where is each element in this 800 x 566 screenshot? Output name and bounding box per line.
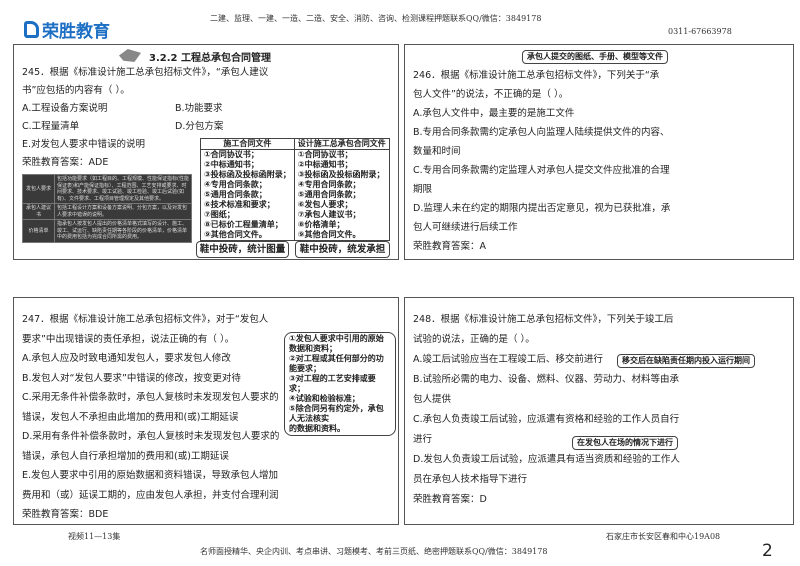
table-cell-item: ⑥技术标准和要求；: [204, 200, 275, 209]
question-line: C.专用合同条款需约定监理人对承包人提交文件应批准的合理: [413, 165, 670, 176]
note-line: ①发包人要求中引用的原始数据和资料；: [289, 334, 384, 353]
panel-q247: 247．根据《标准设计施工总承包招标文件》，对于“发包人要求”中出现错误的责任承…: [13, 297, 399, 525]
contract-compare-table: 施工合同文件设计施工总承包合同文件 ①合同协议书；②中标通知书；③投标函及投标函…: [200, 138, 390, 241]
question-line: 荣胜教育答案：D: [413, 494, 487, 505]
note-box-a: 移交后在缺陷责任期内投入运行期间: [617, 354, 755, 368]
brush-icon: [119, 49, 141, 62]
table-cell-item: ⑥发包人要求；: [297, 200, 353, 209]
header-contact: 二建、监理、一建、一造、二造、安全、消防、咨询、检测课程押题联系QQ/微信：38…: [210, 14, 542, 23]
note-line: ③对工程的工艺安排或要求；: [289, 374, 376, 393]
question-text: 245．根据《标准设计施工总承包招标文件》，“承包人建议: [22, 67, 269, 78]
page-number: 2: [762, 541, 773, 561]
question-line: 要求”中出现错误的责任承担，说法正确的有（ ）。: [22, 333, 235, 345]
panel-q248: 248．根据《标准设计施工总承包招标文件》，下列关于竣工后试验的说法，正确的是（…: [404, 297, 794, 525]
question-line: 费用和（或）延误工期的，应由发包人承担，并支付合理利润: [22, 489, 279, 501]
table-cell-item: ③投标函及投标函附录；: [297, 170, 385, 179]
question-line: 进行: [413, 434, 433, 445]
table-cell-item: ⑨其他合同文件。: [297, 230, 361, 239]
footer-video: 视频11—13集: [68, 532, 121, 541]
panel-q245: 3.2.2 工程总承包合同管理 245．根据《标准设计施工总承包招标文件》，“承…: [13, 44, 399, 260]
question-line: D.监理人未在约定的期限内提出否定意见，视为已获批准，承: [413, 203, 671, 214]
footer-address: 石家庄市长安区春和中心19A08: [606, 532, 721, 541]
note-line: ④试验和检验标准；: [289, 394, 360, 403]
question-line: 包人提供: [413, 394, 452, 405]
answer: 荣胜教育答案：ADE: [22, 157, 109, 168]
note-box-c: 在发包人在场的情况下进行: [572, 436, 678, 450]
table-cell-item: ②中标通知书；: [297, 160, 353, 169]
question-line: 荣胜教育答案：A: [413, 241, 486, 252]
question-line: A.竣工后试验应当在工程竣工后、移交前进行: [413, 354, 603, 365]
question-line: 员在承包人技术指导下进行: [413, 474, 528, 485]
table-cell-item: ①合同协议书；: [204, 150, 259, 159]
tag-2: 鞋中投砖，统发承担: [295, 241, 390, 258]
question-line: 包人可继续进行后续工作: [413, 222, 518, 233]
table-cell-item: ⑤通用合同条款；: [297, 190, 361, 199]
question-line: 错误，发包人不承担由此增加的费用和(或)工期延误: [22, 411, 239, 423]
table-cell-item: ⑦承包人建议书；: [297, 210, 361, 219]
section-title: 3.2.2 工程总承包合同管理: [149, 53, 271, 64]
question-text: 书”应包括的内容有（ ）。: [22, 85, 130, 96]
question-line: 数量和时间: [413, 146, 461, 157]
question-line: 246．根据《标准设计施工总承包招标文件》，下列关于“承: [413, 70, 660, 81]
table-cell-item: ⑦图纸；: [204, 210, 235, 219]
note-box: ①发包人要求中引用的原始数据和资料；②对工程或其任何部分的功能要求；③对工程的工…: [284, 332, 396, 436]
table-cell-item: ⑧已标价工程量清单；: [204, 220, 283, 229]
tag-1: 鞋中投砖，统计图量: [196, 241, 289, 258]
question-line: C.承包人负责竣工后试验，应派遣有资格和经验的工作人员自行: [413, 414, 680, 425]
note-line: 的数据和资料。: [289, 424, 345, 433]
definition-table: 发包人要求包括功能要求（如工程目的、工程规模、性能保证指标(性能保证表)和产能保…: [22, 174, 192, 243]
note-box: 承包人提交的图纸、手册、模型等文件: [522, 50, 668, 64]
question-line: 荣胜教育答案：BDE: [22, 509, 109, 520]
table-cell-item: ⑨其他合同文件。: [204, 230, 267, 239]
table-cell-item: ⑤通用合同条款；: [204, 190, 267, 199]
logo: 荣胜教育: [24, 17, 110, 42]
table-cell-item: ②中标通知书；: [204, 160, 259, 169]
question-line: B.专用合同条款需约定承包人向监理人陆续提供文件的内容、: [413, 127, 670, 138]
question-line: 247．根据《标准设计施工总承包招标文件》，对于“发包人: [22, 314, 269, 325]
question-line: A.承包人应及时致电通知发包人，要求发包人修改: [22, 353, 231, 364]
option-d: D.分包方案: [175, 121, 224, 132]
footer-contact: 名师面授精华、央企内训、考点串讲、习题模考、考前三页纸、绝密押题联系QQ/微信：…: [200, 547, 548, 556]
note-line: ②对工程或其任何部分的功能要求；: [289, 354, 384, 373]
question-line: D.采用有条件补偿条款时，承包人复核时未发现发包人要求的: [22, 431, 280, 442]
header-phone: 0311-67663978: [668, 27, 732, 36]
question-line: 248．根据《标准设计施工总承包招标文件》，下列关于竣工后: [413, 314, 674, 325]
table-cell-item: ①合同协议书；: [297, 150, 353, 159]
table-cell-item: ④专用合同条款；: [204, 180, 267, 189]
question-line: B.发包人对“发包人要求”中错误的修改，按变更对待: [22, 372, 241, 384]
question-line: C.采用无条件补偿条款时，承包人复核时未发现发包人要求的: [22, 392, 279, 403]
panel-q246: 承包人提交的图纸、手册、模型等文件 246．根据《标准设计施工总承包招标文件》，…: [404, 44, 794, 260]
question-line: 试验的说法，正确的是（ ）。: [413, 334, 535, 345]
note-line: ⑤除合同另有约定外，承包人无法核实: [289, 404, 384, 423]
table-cell-item: ③投标函及投标函附录；: [204, 170, 291, 179]
question-line: 期限: [413, 184, 433, 195]
question-line: D.发包人负责竣工后试验，应派遣具有适当资质和经验的工作人: [413, 454, 680, 465]
question-line: E.发包人要求中引用的原始数据和资料错误，导致承包人增加: [22, 470, 279, 481]
option-e: E.对发包人要求中错误的说明: [22, 139, 146, 150]
logo-mark-icon: [24, 21, 39, 38]
question-line: A.承包人文件中，最主要的是施工文件: [413, 108, 575, 119]
question-line: 包人文件”的说法，不正确的是（ ）。: [413, 89, 569, 100]
option-b: B.功能要求: [175, 103, 223, 114]
question-line: B.试验所必需的电力、设备、燃料、仪器、劳动力、材料等由承: [413, 374, 680, 385]
option-c: C.工程量清单: [22, 121, 80, 132]
table-cell-item: ⑧价格清单；: [297, 220, 345, 229]
option-a: A.工程设备方案说明: [22, 103, 108, 114]
table-cell-item: ④专用合同条款；: [297, 180, 361, 189]
question-line: 错误，承包人自行承担增加的费用和(或)工期延误: [22, 450, 229, 462]
